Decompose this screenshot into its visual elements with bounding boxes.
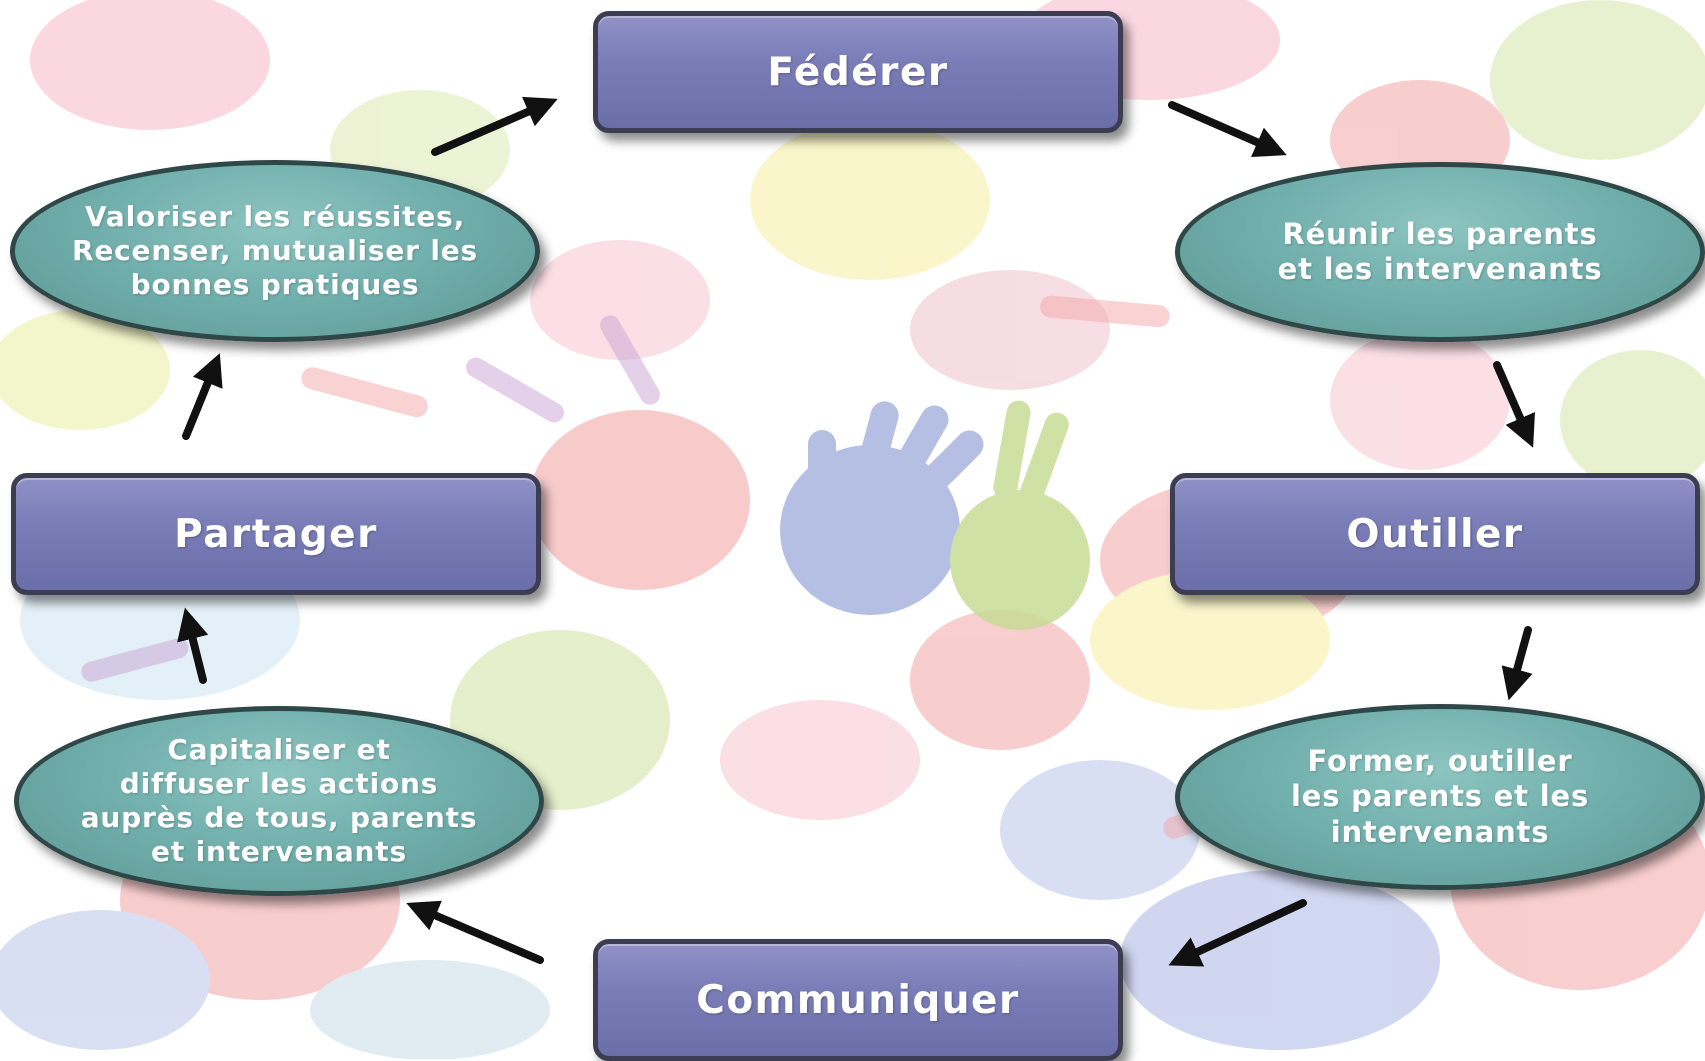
node-partager: Partager — [11, 473, 541, 595]
arrow-outiller-to-former — [1501, 626, 1533, 701]
arrow-valoriser-to-federer — [431, 96, 558, 156]
node-outiller: Outiller — [1170, 473, 1700, 595]
arrow-capitaliser-to-partager — [177, 607, 209, 684]
arrow-former-to-communiquer — [1168, 899, 1307, 967]
arrow-communiquer-to-capitaliser — [406, 900, 544, 964]
node-communiquer: Communiquer — [593, 939, 1123, 1061]
node-valoriser: Valoriser les réussites, Recenser, mutua… — [10, 160, 540, 342]
node-former-label: Former, outiller les parents et les inte… — [1290, 743, 1590, 849]
node-valoriser-label: Valoriser les réussites, Recenser, mutua… — [72, 199, 478, 302]
node-federer: Fédérer — [593, 11, 1123, 133]
arrow-reunir-to-outiller — [1493, 361, 1535, 448]
node-federer-label: Fédérer — [767, 49, 949, 95]
node-communiquer-label: Communiquer — [696, 977, 1020, 1023]
node-reunir-label: Réunir les parents et les intervenants — [1277, 216, 1603, 286]
node-former: Former, outiller les parents et les inte… — [1175, 704, 1705, 890]
node-reunir: Réunir les parents et les intervenants — [1175, 162, 1705, 342]
arrow-federer-to-reunir — [1168, 101, 1287, 157]
arrow-partager-to-valoriser — [182, 353, 223, 440]
node-capitaliser: Capitaliser et diffuser les actions aupr… — [14, 706, 544, 896]
node-partager-label: Partager — [174, 511, 378, 557]
node-outiller-label: Outiller — [1346, 511, 1524, 557]
node-capitaliser-label: Capitaliser et diffuser les actions aupr… — [80, 732, 478, 869]
